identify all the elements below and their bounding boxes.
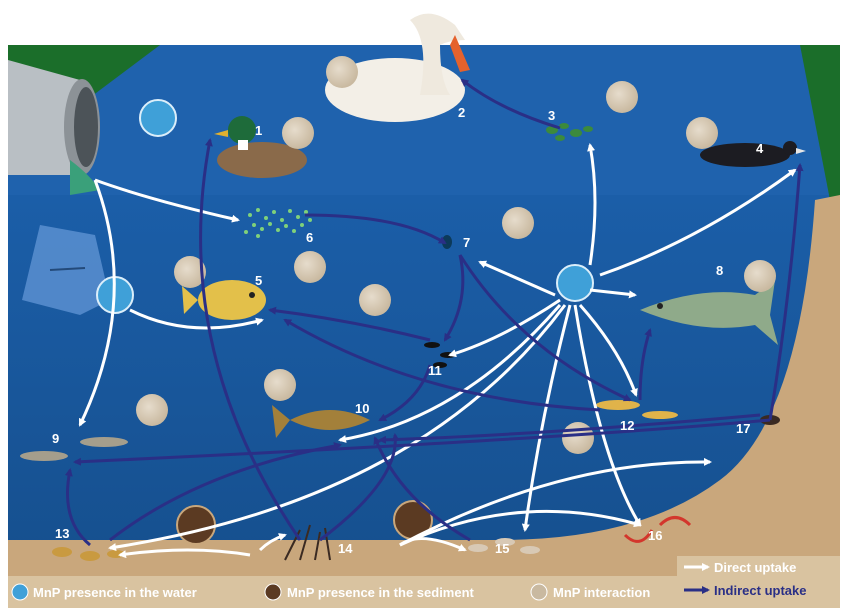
number-2: 2 <box>458 105 465 120</box>
arrow-legend: Direct uptake Indirect uptake <box>677 556 840 600</box>
number-6: 6 <box>306 230 313 245</box>
number-14: 14 <box>338 541 353 556</box>
indirect-uptake-label: Indirect uptake <box>714 583 806 598</box>
number-13: 13 <box>55 526 69 541</box>
number-9: 9 <box>52 431 59 446</box>
interaction-label: MnP interaction <box>553 585 650 600</box>
presence-legend: MnP presence in the water MnP presence i… <box>12 584 650 600</box>
water-presence-label: MnP presence in the water <box>33 585 197 600</box>
direct-uptake-label: Direct uptake <box>714 560 796 575</box>
number-15: 15 <box>495 541 509 556</box>
number-17: 17 <box>736 421 750 436</box>
number-4: 4 <box>756 141 764 156</box>
number-8: 8 <box>716 263 723 278</box>
number-16: 16 <box>648 528 662 543</box>
interaction-icon <box>531 584 547 600</box>
water-presence-icon <box>12 584 28 600</box>
sediment-presence-label: MnP presence in the sediment <box>287 585 475 600</box>
number-7: 7 <box>463 235 470 250</box>
sediment-presence-icon <box>265 584 281 600</box>
number-10: 10 <box>355 401 369 416</box>
number-5: 5 <box>255 273 262 288</box>
number-12: 12 <box>620 418 634 433</box>
number-3: 3 <box>548 108 555 123</box>
number-11: 11 <box>428 363 442 378</box>
number-1: 1 <box>255 123 262 138</box>
